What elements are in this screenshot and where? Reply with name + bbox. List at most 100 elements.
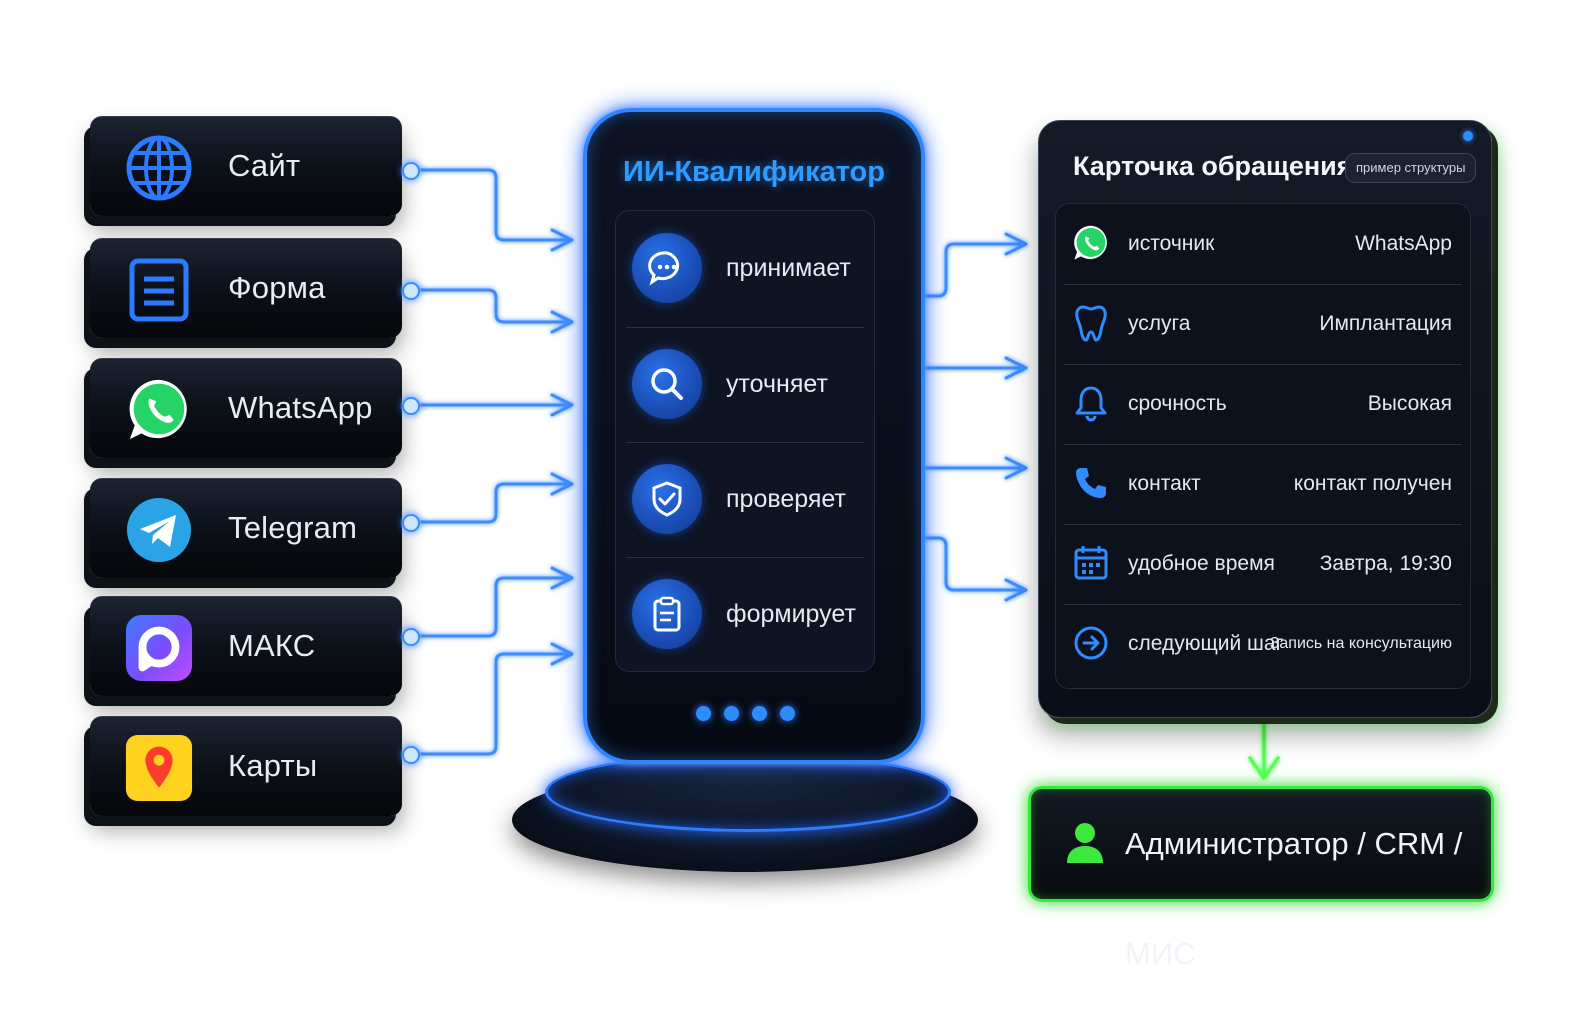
telegram-icon (124, 495, 194, 565)
step-label: принимает (726, 254, 851, 282)
source-label: Форма (228, 270, 326, 305)
clipboard-icon (632, 579, 702, 649)
whatsapp-icon (1070, 222, 1112, 264)
field-value: Завтра, 19:30 (1319, 552, 1452, 575)
connector-telegram (414, 482, 568, 524)
field-key: услуга (1128, 312, 1191, 335)
arrow-head-telegram (550, 472, 574, 496)
step-label: формирует (726, 600, 856, 628)
port-telegram (402, 514, 420, 532)
connector-maks (414, 576, 568, 638)
arrow-head-form (550, 310, 574, 334)
structure-example-badge: пример структуры (1345, 153, 1477, 183)
divider (626, 557, 864, 558)
arrow-head-site (550, 228, 574, 252)
arrow-head-out-1 (1004, 232, 1028, 256)
arrow-head-whatsapp (550, 393, 574, 417)
source-maps[interactable]: Карты (90, 716, 402, 816)
pedestal-ring (545, 752, 951, 832)
arrow-head-out-3 (1004, 456, 1028, 480)
source-label: WhatsApp (228, 390, 373, 425)
divider (1064, 364, 1462, 365)
field-key: контакт (1128, 472, 1201, 495)
bell-icon (1070, 382, 1112, 424)
divider (1064, 604, 1462, 605)
ai-qualifier-device: ИИ-Квалификатор принимает уточняет (583, 108, 925, 764)
field-convenient-time: удобное время Завтра, 19:30 (1056, 524, 1470, 604)
phone-icon (1070, 462, 1112, 504)
shield-check-icon (632, 464, 702, 534)
connector-form (414, 288, 568, 324)
connector-maps (414, 652, 568, 756)
field-next-step: следующий шаг Запись на консультацию (1056, 604, 1470, 684)
source-site[interactable]: Сайт (90, 116, 402, 216)
whatsapp-icon (124, 375, 194, 445)
field-value: контакт получен (1293, 472, 1452, 495)
status-led (1463, 131, 1473, 141)
field-key: следующий шаг (1128, 632, 1284, 655)
port-site (402, 162, 420, 180)
divider (1064, 444, 1462, 445)
connector-out-4 (916, 536, 1022, 592)
page-dot (696, 706, 711, 721)
map-pin-icon (124, 733, 194, 803)
field-contact: контакт контакт получен (1056, 444, 1470, 524)
arrow-head-maps (550, 642, 574, 666)
arrow-head-maks (550, 566, 574, 590)
destination-label: Администратор / CRM / МИС (1125, 826, 1463, 971)
destination-admin-crm: Администратор / CRM / МИС (1028, 786, 1494, 971)
chat-bubble-icon (632, 233, 702, 303)
port-whatsapp (402, 397, 420, 415)
field-value: Запись на консультацию (1269, 635, 1452, 652)
search-icon (632, 349, 702, 419)
port-form (402, 282, 420, 300)
field-value: Высокая (1367, 392, 1452, 415)
port-maps (402, 746, 420, 764)
field-key: удобное время (1128, 552, 1275, 575)
card-title: Карточка обращения (1073, 151, 1353, 181)
source-telegram[interactable]: Telegram (90, 478, 402, 578)
divider (626, 442, 864, 443)
source-label: Telegram (228, 510, 358, 545)
page-dot (780, 706, 795, 721)
source-whatsapp[interactable]: WhatsApp (90, 358, 402, 458)
divider (1064, 284, 1462, 285)
source-label: Сайт (228, 148, 301, 183)
source-label: Карты (228, 748, 318, 783)
field-source: источник WhatsApp (1056, 204, 1470, 284)
qualifier-steps-panel: принимает уточняет проверяет (615, 210, 875, 672)
step-label: проверяет (726, 485, 846, 513)
field-value: Имплантация (1319, 312, 1452, 335)
field-service: услуга Имплантация (1056, 284, 1470, 364)
source-form[interactable]: Форма (90, 238, 402, 338)
divider (626, 327, 864, 328)
source-label: МАКС (228, 628, 316, 663)
tooth-icon (1070, 302, 1112, 344)
port-maks (402, 628, 420, 646)
arrow-head-to-crm (1248, 756, 1280, 780)
step-verifies: проверяет (616, 442, 874, 557)
qualifier-title: ИИ-Квалификатор (623, 156, 885, 188)
calendar-icon (1070, 542, 1112, 584)
field-key: источник (1128, 232, 1215, 255)
card-fields: источник WhatsApp услуга Имплантация сро… (1055, 203, 1471, 689)
page-dot (724, 706, 739, 721)
connector-site (414, 168, 568, 242)
connector-out-1 (916, 242, 1022, 298)
form-icon (124, 255, 194, 325)
step-clarifies: уточняет (616, 327, 874, 442)
field-value: WhatsApp (1355, 232, 1452, 255)
request-card: Карточка обращения пример структуры исто… (1038, 120, 1492, 718)
field-urgency: срочность Высокая (1056, 364, 1470, 444)
step-accepts: принимает (616, 211, 874, 326)
divider (1064, 524, 1462, 525)
source-maks[interactable]: МАКС (90, 596, 402, 696)
page-dot (752, 706, 767, 721)
arrow-head-out-2 (1004, 356, 1028, 380)
arrow-circle-icon (1070, 622, 1112, 664)
step-forms: формирует (616, 557, 874, 672)
user-icon (1059, 817, 1111, 869)
field-key: срочность (1128, 392, 1227, 415)
maks-icon (124, 613, 194, 683)
